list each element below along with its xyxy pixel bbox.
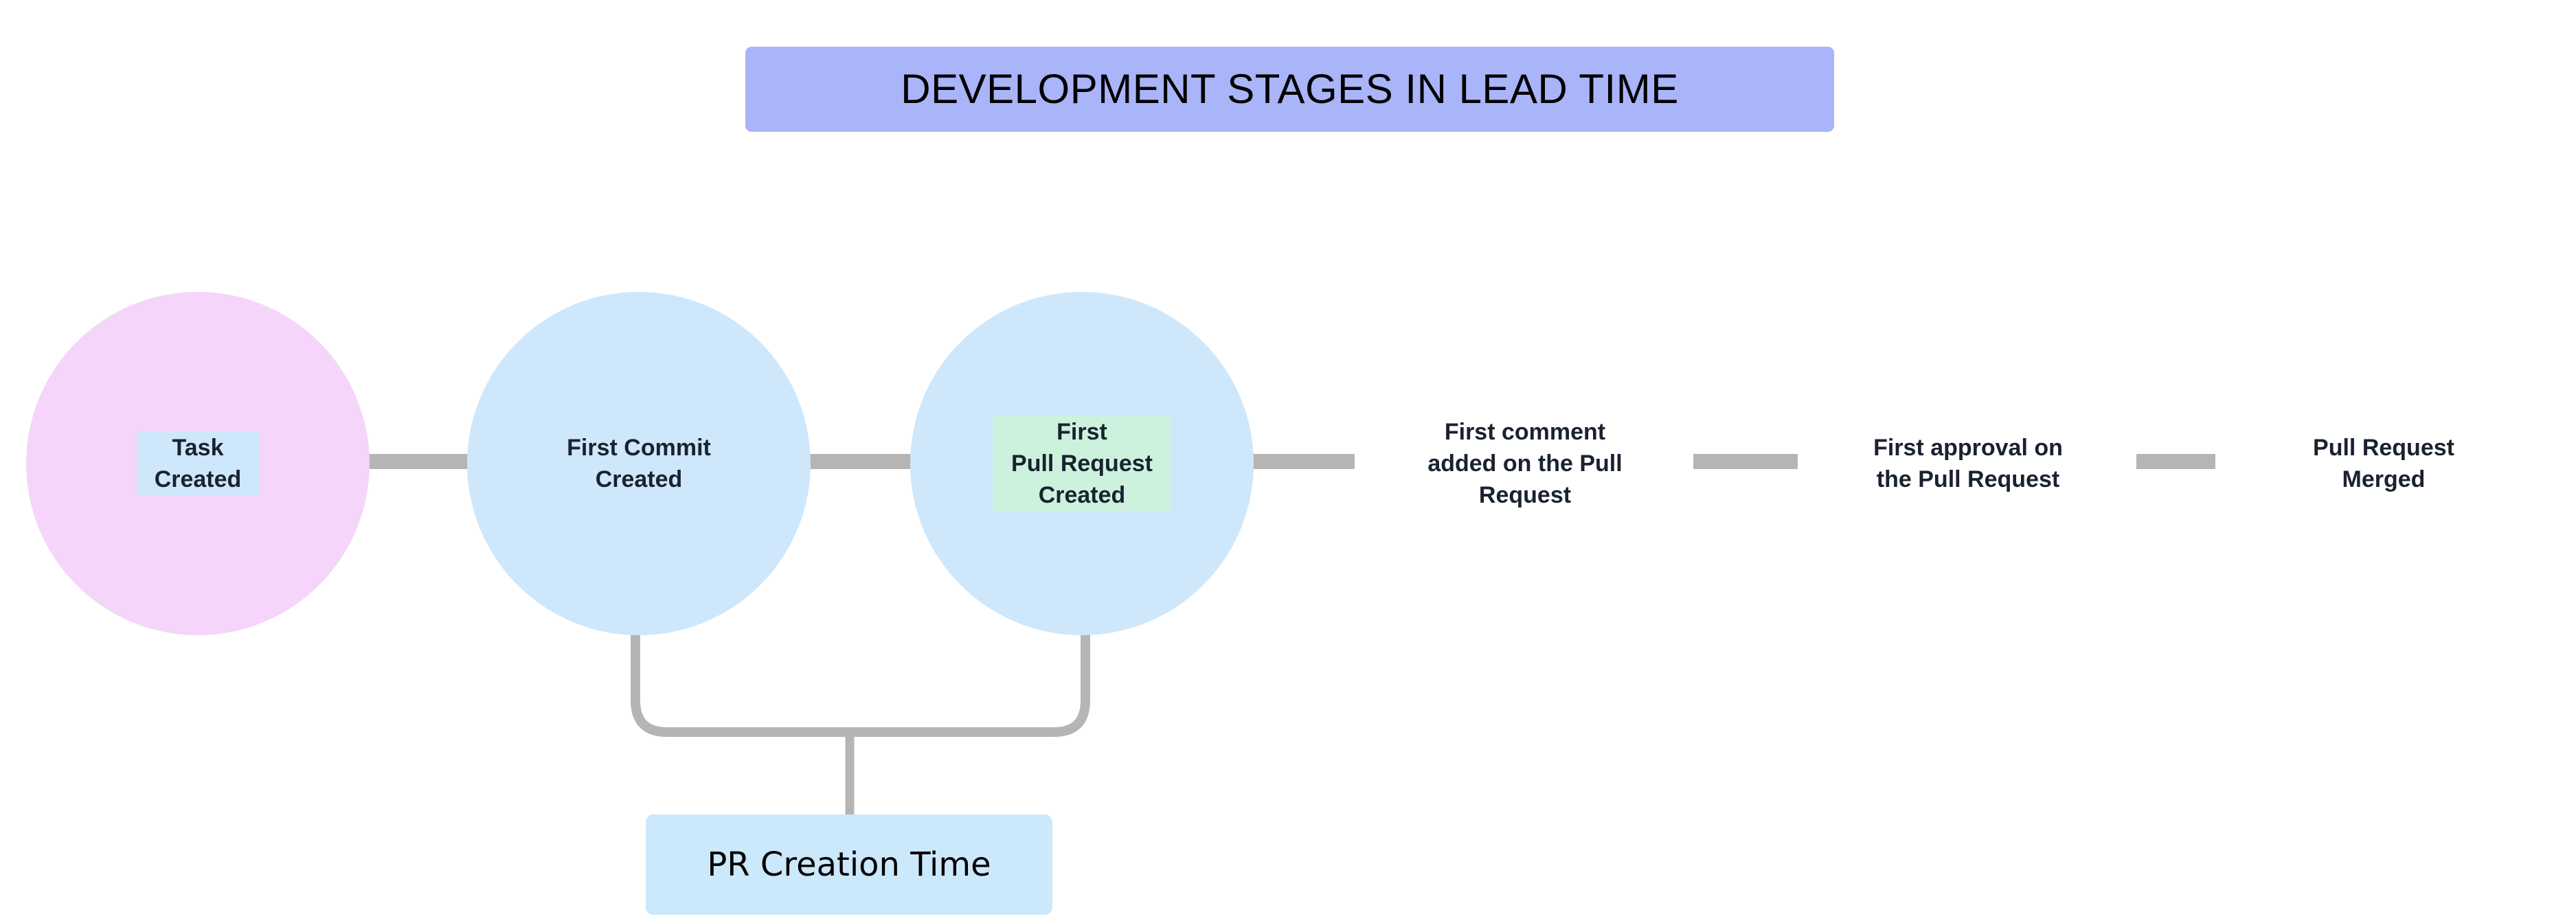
connector-1-2 bbox=[364, 454, 473, 469]
stage-first-commit-created[interactable]: First Commit Created bbox=[467, 292, 811, 635]
connector-2-3 bbox=[807, 454, 912, 469]
diagram-title-banner: DEVELOPMENT STAGES IN LEAD TIME bbox=[745, 47, 1834, 132]
stage-label: First Pull Request Created bbox=[993, 415, 1171, 512]
page-title: DEVELOPMENT STAGES IN LEAD TIME bbox=[901, 66, 1679, 112]
stage-label: Task Created bbox=[136, 431, 260, 496]
annotation-label: PR Creation Time bbox=[707, 845, 991, 884]
stage-task-created[interactable]: Task Created bbox=[26, 292, 370, 635]
stage-first-comment-added[interactable]: First comment added on the Pull Request bbox=[1353, 292, 1697, 635]
stage-label: First Commit Created bbox=[549, 431, 729, 496]
stage-first-pull-request-created[interactable]: First Pull Request Created bbox=[910, 292, 1254, 635]
stage-label: First approval on the Pull Request bbox=[1873, 434, 2063, 492]
stage-pull-request-merged[interactable]: Pull Request Merged bbox=[2212, 292, 2555, 635]
annotation-pr-creation-time[interactable]: PR Creation Time bbox=[646, 814, 1052, 915]
stage-label: First comment added on the Pull Request bbox=[1427, 418, 1623, 509]
stage-label: Pull Request Merged bbox=[2313, 434, 2454, 492]
stage-first-approval[interactable]: First approval on the Pull Request bbox=[1796, 292, 2140, 635]
annotation-bracket bbox=[631, 626, 1090, 737]
connector-4-5 bbox=[1693, 454, 1798, 469]
connector-5-6 bbox=[2136, 454, 2215, 469]
connector-3-4 bbox=[1250, 454, 1355, 469]
